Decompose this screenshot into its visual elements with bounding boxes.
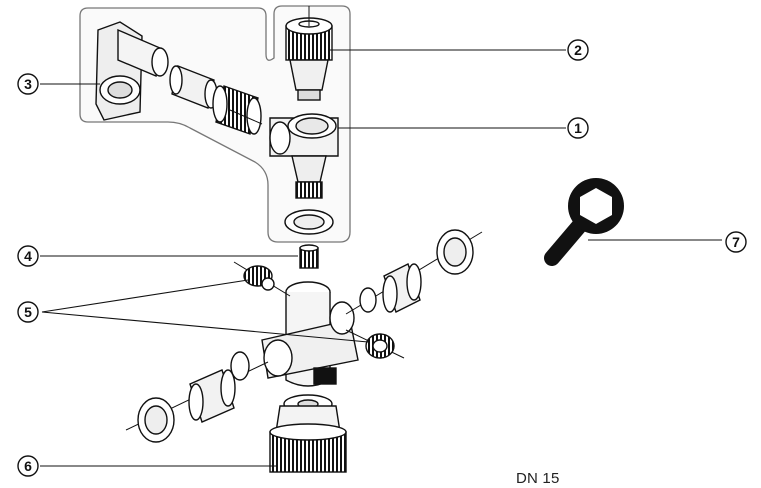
callout-7: 7 [725,231,747,253]
hex-wrench [544,178,624,266]
valve-axis-line [229,109,263,125]
svg-text:7: 7 [732,234,740,250]
wall-bracket [95,21,169,121]
upper-right-fittings [359,229,474,313]
callout-5: 5 [17,301,39,323]
svg-text:1: 1 [574,120,582,136]
svg-text:3: 3 [24,76,32,92]
callout-4: 4 [17,245,39,267]
plug-cap-right [365,333,395,359]
union-nut-ridged [212,85,262,135]
cross-fitting-body [261,281,359,387]
leader-lines [40,49,722,467]
leader-5a [41,279,249,313]
svg-text:6: 6 [24,458,32,474]
leader-5b [41,311,369,343]
plug-cap-left [243,265,275,291]
pressure-reducing-valve [269,113,339,235]
filter-housing [269,394,347,473]
svg-text:4: 4 [24,248,32,264]
check-valve-insert [299,244,319,269]
nominal-size-label: DN 15 [516,470,560,487]
callout-2: 2 [567,39,589,61]
svg-text:5: 5 [24,304,32,320]
lower-left-fittings [137,351,250,443]
callout-1: 1 [567,117,589,139]
svg-text:2: 2 [574,42,582,58]
callout-6: 6 [17,455,39,477]
callout-3: 3 [17,73,39,95]
